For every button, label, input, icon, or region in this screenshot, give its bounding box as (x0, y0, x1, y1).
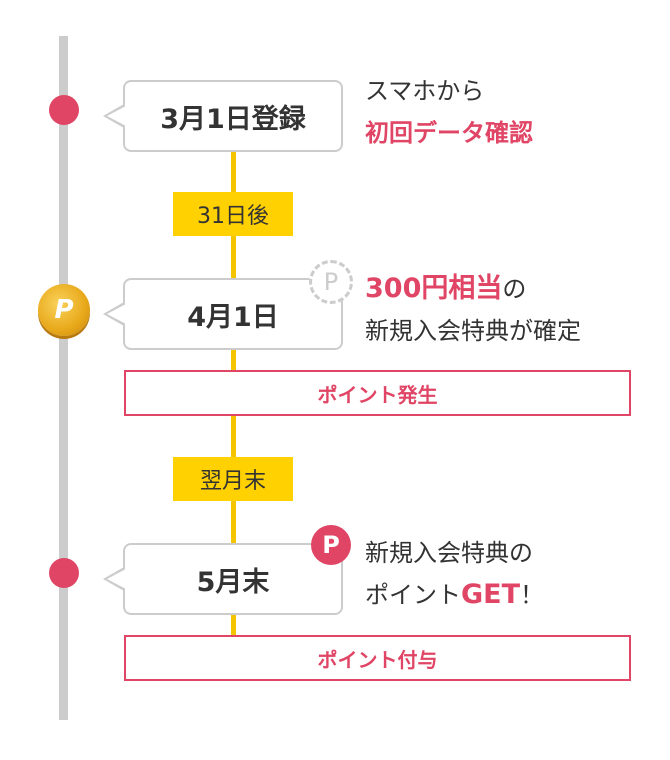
interval-label: 翌月末 (173, 457, 293, 501)
point-icon: P (311, 525, 351, 565)
step-date: 4月1日 (187, 301, 279, 333)
step-date: 5月末 (196, 566, 270, 598)
coin-letter: P (54, 295, 74, 325)
note-text: ！ (520, 581, 545, 609)
note-line: 新規入会特典の (365, 539, 533, 567)
note-text: の (502, 275, 527, 303)
note-text: ポイント (365, 581, 461, 609)
milestone-dot (49, 95, 79, 125)
step-note: 300円相当の 新規入会特典が確定 (365, 268, 581, 352)
point-coin-icon: P (38, 284, 90, 336)
icon-letter: P (322, 531, 340, 559)
step-date-box: 3月1日登録 (103, 80, 343, 152)
note-highlight: 初回データ確認 (365, 119, 533, 147)
interval-label: 31日後 (173, 192, 293, 236)
note-line: 新規入会特典が確定 (365, 317, 581, 345)
milestone-dot (49, 558, 79, 588)
note-line: スマホから (365, 77, 485, 105)
step-note: 新規入会特典の ポイントGET！ (365, 532, 544, 616)
note-highlight: 300円相当 (365, 273, 503, 304)
note-highlight: GET (461, 579, 521, 610)
note-line: 300円相当の (365, 268, 581, 310)
step-note: スマホから 初回データ確認 (365, 70, 533, 154)
step-date: 3月1日登録 (160, 103, 306, 135)
icon-letter: P (323, 268, 339, 296)
note-line: ポイントGET！ (365, 574, 544, 616)
event-badge: ポイント付与 (124, 635, 631, 681)
step-date-box: 5月末 (103, 543, 343, 615)
step-date-box: 4月1日 (103, 278, 343, 350)
pending-point-icon: P (309, 260, 353, 304)
timeline-axis (59, 36, 68, 720)
event-badge: ポイント発生 (124, 370, 631, 416)
